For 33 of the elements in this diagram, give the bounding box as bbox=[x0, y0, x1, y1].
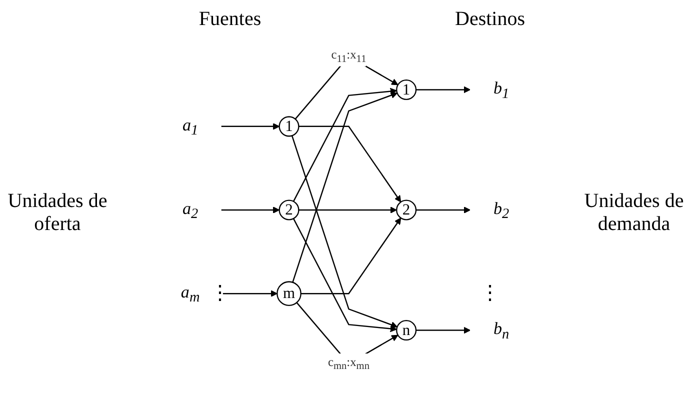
arrow bbox=[416, 206, 471, 214]
node-text: b$_{n}$ bbox=[493, 318, 510, 342]
arrow bbox=[292, 218, 397, 332]
arrow bbox=[222, 290, 278, 297]
arrow bbox=[292, 92, 398, 283]
node-circle: n bbox=[396, 320, 417, 341]
arrow bbox=[291, 135, 398, 328]
node-text: b$_{2}$ bbox=[493, 198, 510, 222]
node-circle: 2 bbox=[396, 200, 417, 220]
edge-label: c$_{11}$:x$_{11}$ bbox=[331, 48, 366, 64]
arrow bbox=[298, 126, 402, 202]
arrow bbox=[292, 88, 397, 202]
column-heading: Destinos bbox=[454, 8, 526, 31]
side-caption: Unidades de demanda bbox=[583, 190, 685, 236]
arrow bbox=[416, 326, 471, 334]
ellipsis-mark: ⋮ bbox=[209, 281, 231, 305]
arrow bbox=[221, 206, 280, 214]
node-circle: 1 bbox=[278, 116, 300, 137]
arrow bbox=[221, 123, 280, 130]
column-heading: Fuentes bbox=[198, 8, 262, 31]
arrow bbox=[416, 86, 471, 94]
ellipsis-mark: ⋮ bbox=[479, 281, 501, 305]
arrow bbox=[300, 218, 402, 294]
node-circle: 2 bbox=[278, 200, 300, 220]
node-text: a$_{2}$ bbox=[182, 198, 198, 222]
edge-label: c$_{mn}$:x$_{mn}$ bbox=[328, 356, 370, 372]
node-text: b$_{1}$ bbox=[493, 78, 510, 101]
side-caption: Unidades de oferta bbox=[6, 190, 108, 236]
arrow bbox=[298, 206, 397, 214]
node-circle: 1 bbox=[396, 79, 417, 100]
node-text: a$_{m}$ bbox=[180, 282, 200, 305]
node-circle: m bbox=[276, 281, 302, 306]
node-text: a$_{1}$ bbox=[182, 114, 198, 138]
